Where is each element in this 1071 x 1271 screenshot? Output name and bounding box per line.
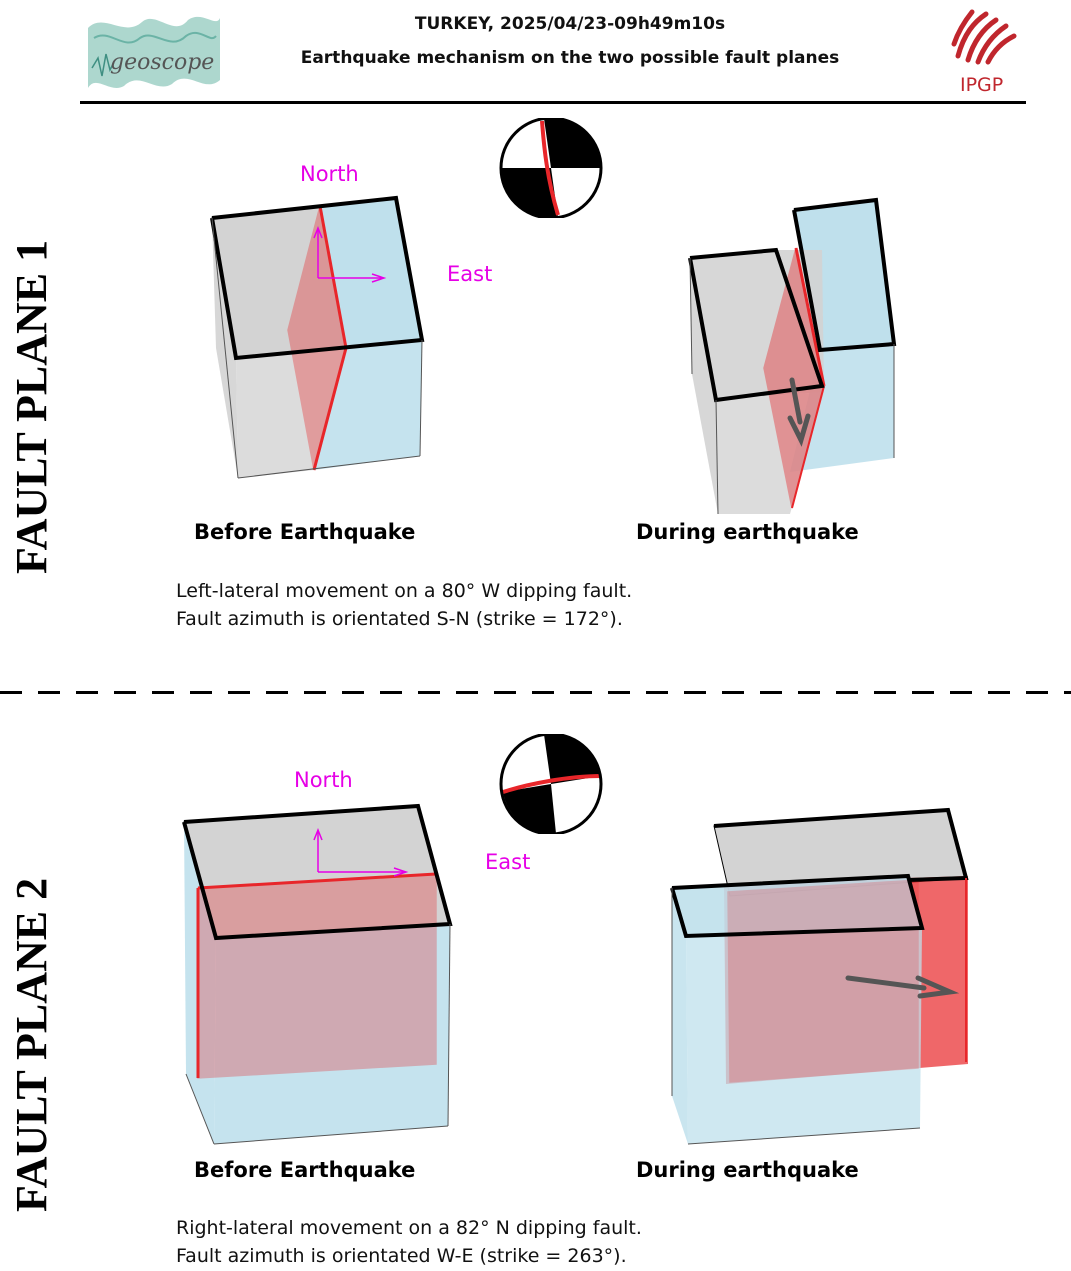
during-caption-1: During earthquake	[636, 520, 859, 544]
description-line-2b: Fault azimuth is orientated W-E (strike …	[176, 1245, 627, 1267]
section-divider	[0, 691, 1071, 694]
block-diagram-before-1	[200, 190, 440, 494]
east-label-2: East	[485, 850, 531, 874]
page-title: TURKEY, 2025/04/23-09h49m10s	[414, 14, 726, 34]
north-label-2: North	[294, 768, 353, 792]
beachball-1	[498, 116, 604, 222]
fault-plane-2-label: FAULT PLANE 2	[7, 877, 56, 1212]
header-divider	[80, 101, 1026, 104]
beachball-2	[498, 732, 604, 838]
fault-plane-1-label: FAULT PLANE 1	[7, 239, 56, 574]
north-label-1: North	[300, 162, 359, 186]
east-label-1: East	[447, 262, 493, 286]
description-line-1a: Left-lateral movement on a 80° W dipping…	[176, 580, 633, 602]
before-caption-2: Before Earthquake	[194, 1158, 416, 1182]
description-line-1b: Fault azimuth is orientated S-N (strike …	[176, 608, 623, 630]
ipgp-logo-text: IPGP	[960, 74, 1004, 96]
before-caption-1: Before Earthquake	[194, 520, 416, 544]
ipgp-logo: IPGP	[944, 4, 1028, 98]
during-caption-2: During earthquake	[636, 1158, 859, 1182]
block-diagram-during-2	[664, 806, 974, 1150]
page-subtitle: Earthquake mechanism on the two possible…	[300, 48, 840, 68]
block-diagram-during-1	[680, 196, 910, 520]
geoscope-logo: geoscope	[84, 8, 224, 94]
description-line-2a: Right-lateral movement on a 82° N dippin…	[176, 1217, 642, 1239]
block-diagram-before-2	[174, 796, 464, 1156]
geoscope-logo-text: geoscope	[110, 50, 215, 75]
